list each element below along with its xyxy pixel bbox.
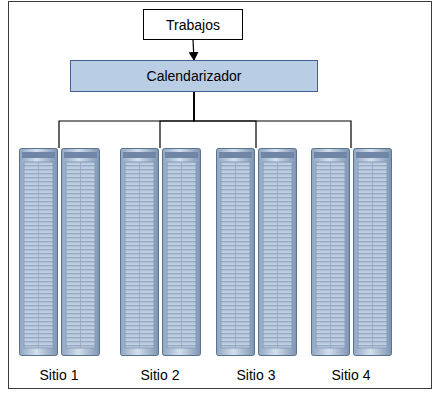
site-server: Sitio 1 (19, 148, 99, 384)
connector (160, 92, 194, 148)
connector (59, 92, 194, 148)
connector (194, 92, 351, 148)
node-label: Sitio 3 (235, 367, 278, 384)
node-label: Calendarizador (147, 68, 242, 84)
scheduler-box: Calendarizador (70, 60, 318, 92)
server-rack (217, 149, 297, 356)
node-label: Trabajos (166, 17, 220, 33)
node-label: Sitio 4 (330, 367, 373, 384)
server-rack (20, 149, 100, 356)
site-server: Sitio 2 (120, 148, 200, 384)
frame (9, 2, 432, 389)
server-rack (312, 149, 392, 356)
site-server: Sitio 3 (216, 148, 296, 384)
connector (193, 40, 194, 60)
connector (194, 92, 256, 148)
server-rack (121, 149, 201, 356)
node-label: Sitio 1 (38, 367, 81, 384)
site-server: Sitio 4 (311, 148, 391, 384)
node-label: Sitio 2 (139, 367, 182, 384)
input-box: Trabajos (143, 9, 243, 40)
